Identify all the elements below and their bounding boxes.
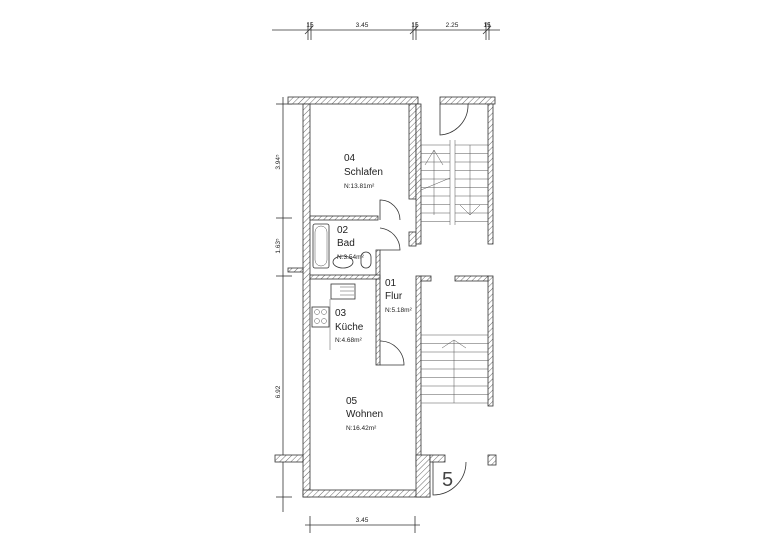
bathtub-icon: [312, 223, 330, 269]
stair-marker: 5: [442, 469, 453, 491]
room-number: 03: [335, 308, 347, 319]
dim-top-apartment: 3.45: [356, 22, 369, 29]
upper-staircase: [420, 140, 488, 225]
dim-left-bad: 1.63⁵: [275, 238, 282, 254]
arrow: [433, 149, 444, 166]
room-kueche: 03 Küche N:4.68m²: [335, 308, 364, 344]
lower-staircase: [421, 334, 488, 404]
arrow: [469, 204, 481, 216]
left-dimension-line: 3.94⁵ 1.63⁵ 6.92: [275, 97, 292, 512]
arrow: [441, 339, 455, 349]
sink-icon: [332, 255, 354, 269]
room-area: N:13.81m²: [344, 183, 375, 190]
room-number: 04: [344, 153, 356, 164]
room-number: 02: [337, 225, 349, 236]
room-schlafen: 04 Schlafen N:13.81m²: [344, 153, 383, 190]
room-name: Wohnen: [346, 409, 383, 420]
room-number: 05: [346, 396, 358, 407]
doors: [379, 103, 469, 496]
room-area: N:16.42m²: [346, 425, 377, 432]
dim-top-wall-3: 15: [483, 22, 491, 29]
room-area: N:4.68m²: [335, 337, 363, 344]
room-name: Flur: [385, 291, 403, 302]
room-flur: 01 Flur N:5.18m²: [385, 278, 413, 314]
arrow: [459, 204, 471, 216]
room-name: Schlafen: [344, 167, 383, 178]
bottom-dimension-line: 3.45: [305, 516, 420, 533]
room-area: N:3.54m²: [337, 254, 365, 261]
room-wohnen: 05 Wohnen N:16.42m²: [346, 396, 383, 432]
stair-cut-line: [420, 177, 451, 191]
kitchen-sink-icon: [330, 283, 356, 300]
dim-top-wall-1: 15: [306, 22, 314, 29]
dim-left-schlafen: 3.94⁵: [275, 154, 282, 170]
room-name: Bad: [337, 238, 355, 249]
dim-top-wall-2: 15: [411, 22, 419, 29]
walls: [274, 96, 497, 498]
arrow: [424, 149, 435, 166]
stove-icon: [311, 306, 330, 328]
toilet-icon: [360, 251, 372, 269]
room-area: N:5.18m²: [385, 307, 413, 314]
windows: [316, 96, 405, 498]
top-dimension-line: 15 3.45 15 2.25 15: [272, 22, 500, 40]
room-number: 01: [385, 278, 397, 289]
dim-top-stair: 2.25: [446, 22, 459, 29]
arrow: [453, 339, 467, 349]
room-name: Küche: [335, 322, 364, 333]
dim-bottom-apartment: 3.45: [356, 517, 369, 524]
room-bad: 02 Bad N:3.54m²: [337, 225, 365, 261]
dim-left-wohnen: 6.92: [275, 385, 282, 398]
